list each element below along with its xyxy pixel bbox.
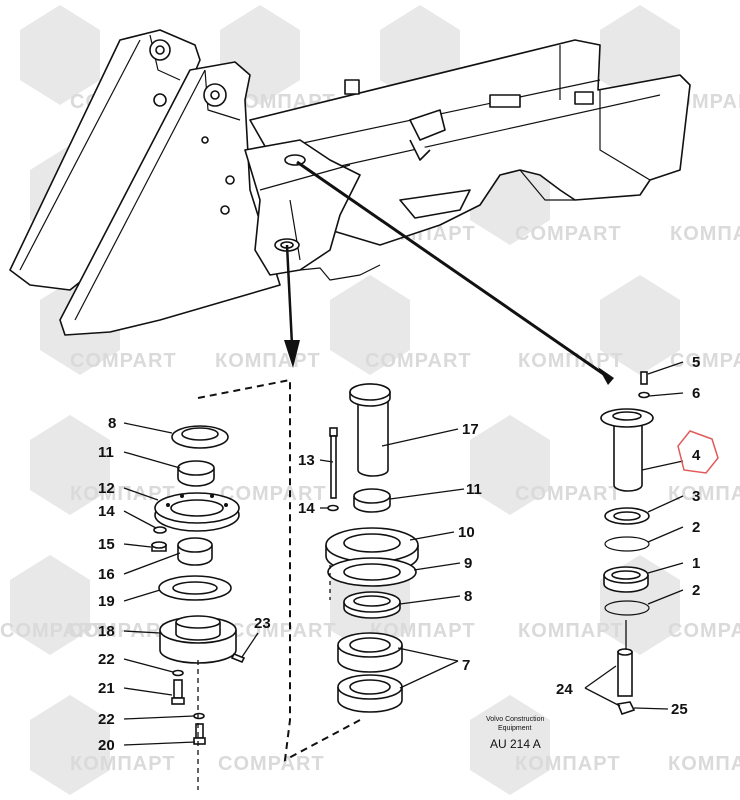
callout-20: 20	[98, 737, 115, 754]
callout-13: 13	[298, 452, 315, 469]
callout-14: 14	[98, 503, 115, 520]
watermark-text: КОМПАРТ	[518, 350, 624, 372]
leader-lines	[123, 361, 684, 746]
callout-18: 18	[98, 623, 115, 640]
callout-15: 15	[98, 536, 115, 553]
watermark-layer: COMPART КОМПАРТ КОМПАРТ COMPART КОМПАРТ …	[0, 5, 740, 795]
callout-22: 22	[98, 711, 115, 728]
callout-25: 25	[671, 701, 688, 718]
callout-11: 11	[98, 444, 114, 461]
center-parts-stack	[325, 383, 419, 713]
watermark-text: COMPART	[68, 620, 175, 642]
callout-8: 8	[464, 588, 472, 605]
watermark-text: COMPART	[0, 620, 107, 642]
part-6-washer	[638, 391, 650, 399]
watermark-text: КОМПАРТ	[515, 753, 621, 775]
callout-23: 23	[254, 615, 271, 632]
watermark-text: КОМПАРТ	[215, 350, 321, 372]
callout-24: 24	[556, 681, 573, 698]
callout-14: 14	[298, 500, 315, 517]
callout-22: 22	[98, 651, 115, 668]
part-8-seal-center	[343, 591, 401, 619]
part-16-bushing	[177, 537, 213, 566]
callout-17: 17	[462, 421, 479, 438]
watermark-text: COMPART	[670, 350, 740, 372]
watermark-text: COMPART	[220, 483, 327, 505]
watermark-text: COMPART	[515, 483, 622, 505]
watermark-text: КОМПАРТ	[70, 483, 176, 505]
callout-1: 1	[692, 555, 700, 572]
callout-3: 3	[692, 488, 700, 505]
callout-9: 9	[464, 555, 472, 572]
callout-11: 11	[466, 481, 482, 498]
caption-division: Equipment	[498, 725, 532, 732]
watermark-text: COMPART	[515, 223, 622, 245]
part-18-housing	[159, 615, 237, 664]
part-3-seal	[604, 507, 650, 525]
caption-drawing-code: AU 214 A	[490, 737, 541, 751]
pointer-lines	[197, 160, 614, 762]
callout-2: 2	[692, 582, 700, 599]
watermark-text: COMPART	[230, 620, 337, 642]
watermark-text: КОМПАРТ	[668, 483, 740, 505]
part-25-grease-nipple	[616, 701, 636, 715]
part-9-shim	[327, 557, 417, 587]
callout-8: 8	[108, 415, 116, 432]
caption-company: Volvo Construction	[486, 716, 544, 723]
callout-16: 16	[98, 566, 115, 583]
part-13-bolt	[329, 427, 338, 499]
part-2-circlip	[604, 536, 650, 616]
watermark-text: COMPART	[218, 753, 325, 775]
watermark-text: КОМПАРТ	[670, 223, 740, 245]
callout-10: 10	[458, 524, 475, 541]
part-14-washer	[153, 526, 167, 534]
callout-2: 2	[692, 519, 700, 536]
part-19-shim	[158, 575, 232, 601]
watermark-text: COMPART	[70, 350, 177, 372]
watermark-text: КОМПАРТ	[370, 620, 476, 642]
part-1-bearing	[603, 566, 649, 593]
highlight-hexagon	[677, 430, 719, 474]
callout-6: 6	[692, 385, 700, 402]
part-17-pin	[349, 383, 391, 477]
part-14-washer-center	[327, 504, 339, 512]
callout-7: 7	[462, 657, 470, 674]
left-parts-stack	[151, 425, 246, 790]
watermark-text: COMPART	[668, 620, 740, 642]
part-15-nut	[151, 541, 167, 552]
watermark-text: КОМПАРТ	[518, 620, 624, 642]
watermark-text: КОМПАРТ	[668, 753, 740, 775]
part-23-grease-nipple	[230, 652, 246, 664]
callout-4: 4	[692, 447, 701, 464]
part-24-sleeve	[617, 648, 633, 697]
part-8-seal	[171, 425, 229, 449]
callout-19: 19	[98, 593, 115, 610]
watermark-text: КОМПАРТ	[70, 753, 176, 775]
watermark-text: COMPART	[365, 350, 472, 372]
part-21-bolt	[171, 679, 185, 705]
part-11-bushing	[177, 460, 215, 487]
callout-5: 5	[692, 354, 700, 371]
callout-12: 12	[98, 480, 115, 497]
right-parts-stack	[600, 371, 654, 715]
drawing-caption: Volvo Construction Equipment AU 214 A	[486, 716, 544, 751]
part-7-bearing	[337, 632, 403, 713]
part-11-bushing-center	[353, 488, 391, 513]
part-12-flange	[154, 492, 240, 532]
callout-labels: 8 11 12 14 15 16 19 18 22 21 22 20 23 13…	[98, 354, 701, 754]
part-4-pin	[600, 408, 654, 492]
part-20-bolt	[193, 723, 206, 745]
callout-21: 21	[98, 680, 115, 697]
part-5-screw	[640, 371, 648, 385]
